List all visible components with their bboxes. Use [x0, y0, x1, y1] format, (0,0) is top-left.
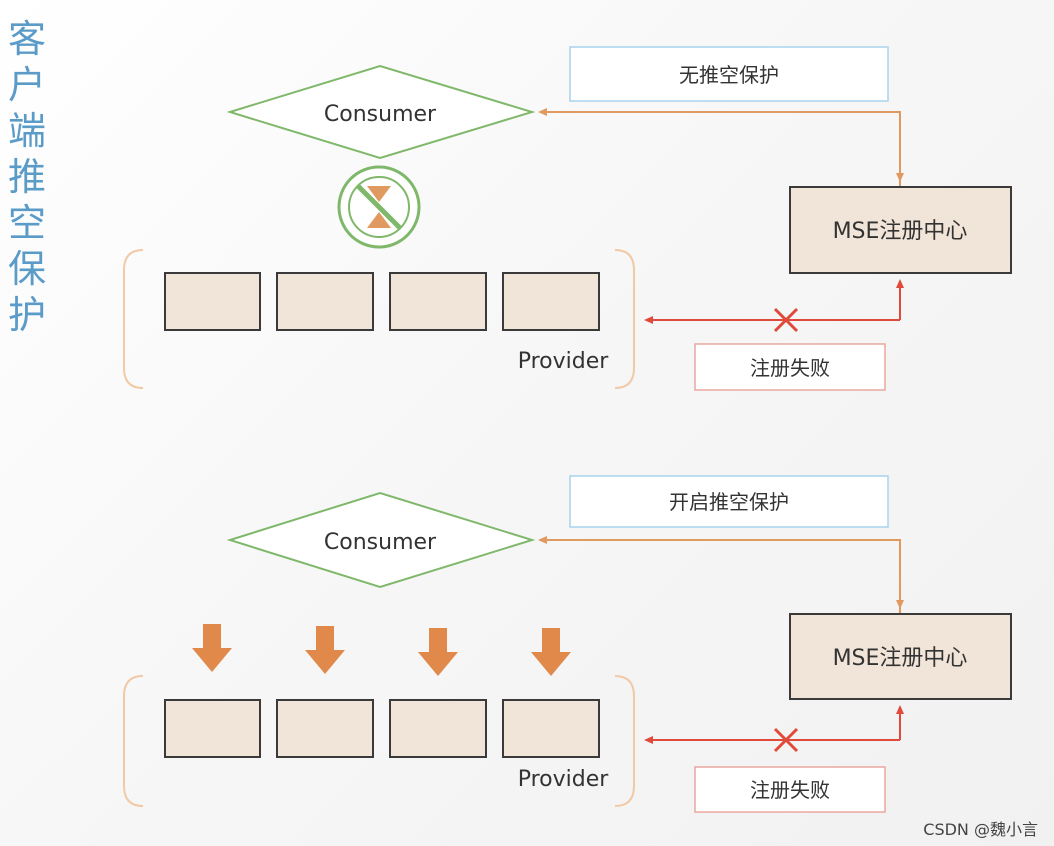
push-down-arrow-icon: [418, 628, 458, 676]
protection-label: 无推空保护: [679, 63, 779, 87]
registry-box: [789, 613, 1012, 700]
failure-cross-icon: [773, 307, 799, 333]
push-down-arrow-icon: [531, 628, 571, 676]
registry-to-consumer-arrow: [538, 536, 901, 614]
protection-label-box: [569, 46, 889, 102]
provider-instance-box: [276, 699, 374, 758]
failure-label: 注册失败: [750, 778, 830, 802]
protection-label: 开启推空保护: [669, 490, 789, 514]
provider-bracket-left: [123, 249, 144, 389]
consumer-diamond: [226, 491, 536, 589]
provider-bracket-right: [614, 249, 635, 389]
title-char: 推: [7, 155, 46, 199]
watermark: CSDN @魏小言: [923, 820, 1038, 839]
provider-instance-box: [389, 699, 487, 758]
provider-bracket-left: [123, 675, 144, 807]
no-push-icon: [337, 165, 421, 249]
vertical-title: 客 户 端 推 空 保 护: [4, 16, 50, 338]
consumer-diamond: [226, 64, 536, 160]
provider-instance-box: [276, 272, 374, 331]
title-char: 保: [7, 247, 46, 291]
registry-label: MSE注册中心: [833, 646, 968, 671]
top-scenario: Consumer 无推空保护 MSE注册中心 Provider 注册失败: [123, 46, 1012, 391]
bottom-scenario: Consumer 开启推空保护 MSE注册中心 Provider: [123, 475, 1012, 813]
push-down-arrow-icon: [305, 626, 345, 674]
provider-label: Provider: [518, 349, 610, 374]
title-char: 户: [7, 63, 46, 107]
failure-cross-icon: [773, 727, 799, 753]
provider-bracket-right: [614, 675, 635, 807]
title-char: 护: [7, 293, 46, 337]
title-char: 客: [7, 17, 46, 61]
provider-instance-box: [502, 699, 600, 758]
provider-instance-box: [502, 272, 600, 331]
failure-label: 注册失败: [750, 356, 830, 380]
registry-box: [789, 186, 1012, 274]
provider-label: Provider: [518, 767, 610, 792]
title-char: 空: [7, 201, 46, 245]
title-char: 端: [7, 109, 46, 153]
provider-instance-box: [164, 272, 261, 331]
failure-label-box: [694, 343, 886, 391]
provider-instance-box: [164, 699, 261, 758]
push-down-arrow-icon: [192, 624, 232, 672]
protection-label-box: [569, 475, 889, 528]
consumer-label: Consumer: [324, 102, 437, 127]
consumer-label: Consumer: [324, 530, 437, 555]
provider-instance-box: [389, 272, 487, 331]
registry-to-consumer-arrow: [538, 108, 901, 186]
registry-label: MSE注册中心: [833, 219, 968, 244]
failure-label-box: [694, 766, 886, 813]
